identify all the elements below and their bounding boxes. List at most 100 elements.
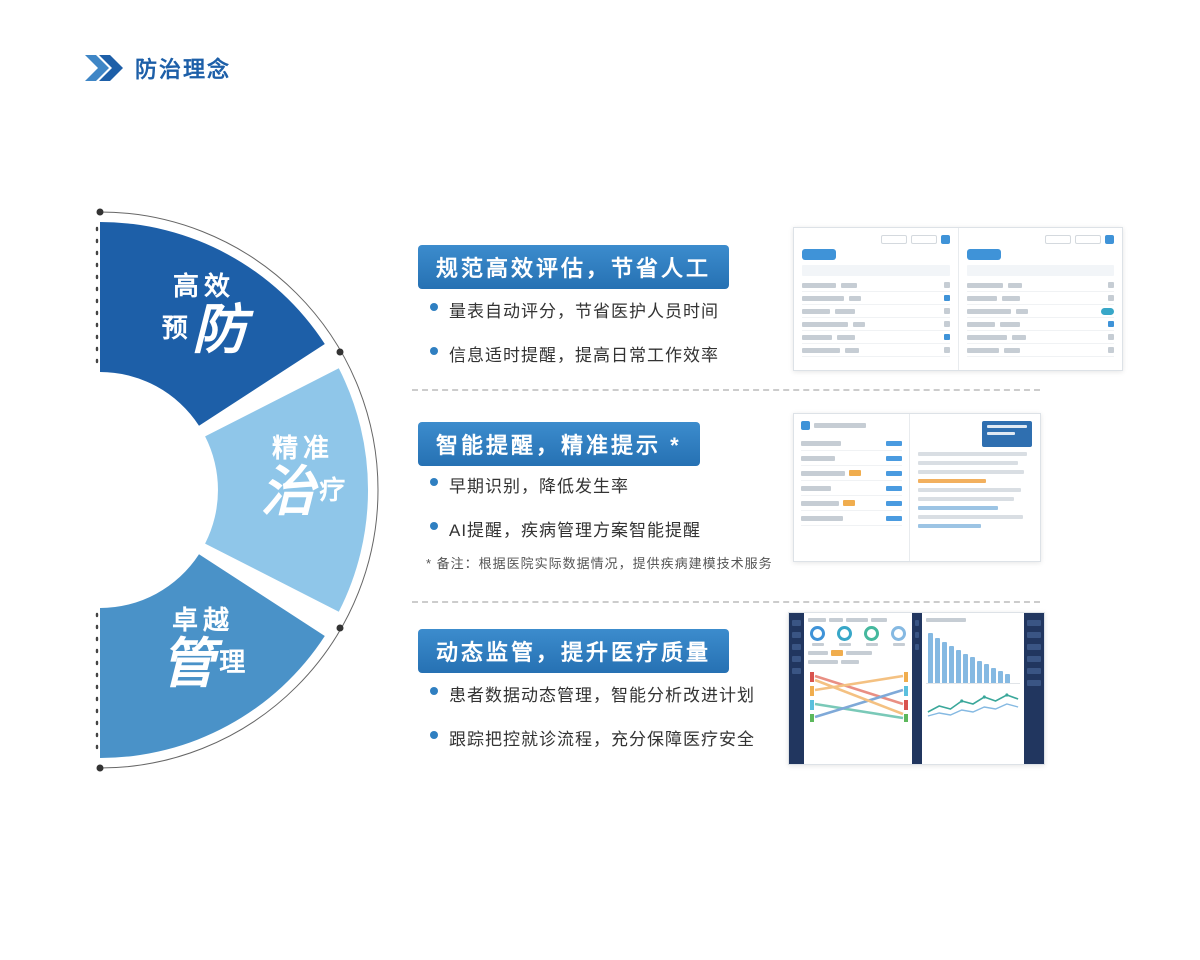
- link-stub: [885, 455, 902, 461]
- label-char-big: 管: [160, 630, 215, 695]
- double-chevron-icon: [85, 55, 123, 81]
- stat-row: [808, 650, 908, 656]
- link-stub: [885, 440, 902, 446]
- section-1-banner: 规范高效评估，节省人工: [418, 245, 730, 289]
- node-dot: [336, 348, 344, 356]
- highlight-line: [917, 479, 987, 483]
- search-row: [967, 235, 1114, 244]
- action-button: [802, 249, 836, 260]
- input-box: [880, 235, 907, 244]
- node-dot: [96, 208, 104, 216]
- list-row: [801, 496, 902, 511]
- bullet-item: 早期识别，降低发生率: [430, 472, 701, 497]
- link-line: [917, 524, 981, 528]
- node-dot: [336, 624, 344, 632]
- list-row: [801, 481, 902, 496]
- table-row: [966, 318, 1114, 331]
- label-char: 疗: [319, 474, 346, 505]
- segment-management: [100, 554, 325, 758]
- section-2-note: * 备注：根据医院实际数据情况，提供疾病建模技术服务: [426, 556, 773, 571]
- link-stub: [885, 470, 902, 476]
- table-row: [966, 292, 1114, 305]
- search-row: [802, 235, 950, 244]
- table-row: [966, 331, 1114, 344]
- status-tag: [831, 650, 843, 656]
- table-row: [802, 344, 950, 357]
- screenshot-dashboard: [788, 612, 1045, 765]
- gauge: [810, 626, 825, 646]
- table-row: [966, 344, 1114, 357]
- doc-title-box: [982, 421, 1032, 447]
- status-tag: [849, 470, 861, 476]
- alert-list-panel: [794, 414, 910, 561]
- link-stub: [885, 515, 902, 521]
- dashed-divider: [412, 389, 1040, 391]
- list-row: [801, 511, 902, 526]
- table-panel: [957, 228, 1123, 370]
- screenshot-evaluation-tables: [793, 227, 1123, 371]
- bullet-item: 跟踪把控就诊流程，充分保障医疗安全: [430, 725, 755, 750]
- bullet-item: 信息适时提醒，提高日常工作效率: [430, 341, 719, 366]
- status-tag: [843, 500, 855, 506]
- label-management: 卓越 管 理: [146, 605, 260, 690]
- table-panel: [794, 228, 958, 370]
- list-row: [801, 466, 902, 481]
- gauge: [891, 626, 906, 646]
- link-stub: [885, 500, 902, 506]
- document-panel: [910, 414, 1040, 561]
- doc-header: [918, 421, 1032, 447]
- stat-row: [808, 660, 908, 664]
- table-row: [802, 318, 950, 331]
- gauge-row: [808, 626, 908, 646]
- dashboard-main: [804, 613, 912, 764]
- dashed-divider: [412, 601, 1040, 603]
- input-box: [1075, 235, 1101, 244]
- label-char: 预: [161, 312, 188, 343]
- dashboard-divider-strip: [912, 613, 922, 764]
- label-prevention: 高效 预 防: [138, 271, 270, 356]
- gauge: [864, 626, 879, 646]
- action-button: [966, 249, 1001, 260]
- link-line: [917, 506, 998, 510]
- list-row: [801, 451, 902, 466]
- input-box: [1045, 235, 1071, 244]
- toggle-switch: [1101, 307, 1114, 315]
- segment-prevention: [100, 222, 325, 426]
- section-2-banner: 智能提醒，精准提示 *: [418, 422, 700, 466]
- chart-panel: [922, 613, 1024, 764]
- input-box: [910, 235, 937, 244]
- table-row: [802, 279, 950, 292]
- section-3-bullets: 患者数据动态管理，智能分析改进计划 跟踪把控就诊流程，充分保障医疗安全: [430, 681, 755, 750]
- line-chart: [927, 693, 1019, 717]
- table-row: [966, 279, 1114, 292]
- label-char-big: 防: [192, 296, 247, 361]
- label-char-big: 治: [260, 458, 315, 523]
- panel-header: [801, 421, 902, 430]
- table-row: [802, 331, 950, 344]
- section-3-banner: 动态监管，提升医疗质量: [418, 629, 730, 673]
- section-2-bullets: 早期识别，降低发生率 AI提醒，疾病管理方案智能提醒: [430, 472, 701, 541]
- section-1-bullets: 量表自动评分，节省医护人员时间 信息适时提醒，提高日常工作效率: [430, 297, 719, 366]
- bullet-item: AI提醒，疾病管理方案智能提醒: [430, 516, 701, 541]
- page-title: 防治理念: [135, 57, 232, 82]
- link-stub: [885, 485, 902, 491]
- doc-icon: [801, 421, 810, 430]
- table-row: [802, 292, 950, 305]
- segment-treatment: [205, 368, 369, 612]
- table-header: [802, 265, 950, 276]
- bullet-item: 量表自动评分，节省医护人员时间: [430, 297, 719, 322]
- bar-chart: [926, 626, 1020, 684]
- table-row: [966, 305, 1114, 318]
- label-char: 理: [219, 646, 246, 677]
- search-button: [1105, 235, 1114, 244]
- page-header: 防治理念: [85, 52, 231, 84]
- label-small: 高效: [172, 271, 235, 301]
- search-button: [940, 235, 950, 244]
- table-header: [966, 265, 1114, 276]
- flow-chart: [810, 672, 908, 722]
- label-small: 卓越: [171, 605, 234, 635]
- bullet-item: 患者数据动态管理，智能分析改进计划: [430, 681, 755, 706]
- dashboard-topbar: [808, 618, 908, 622]
- wheel-diagram: [95, 208, 379, 772]
